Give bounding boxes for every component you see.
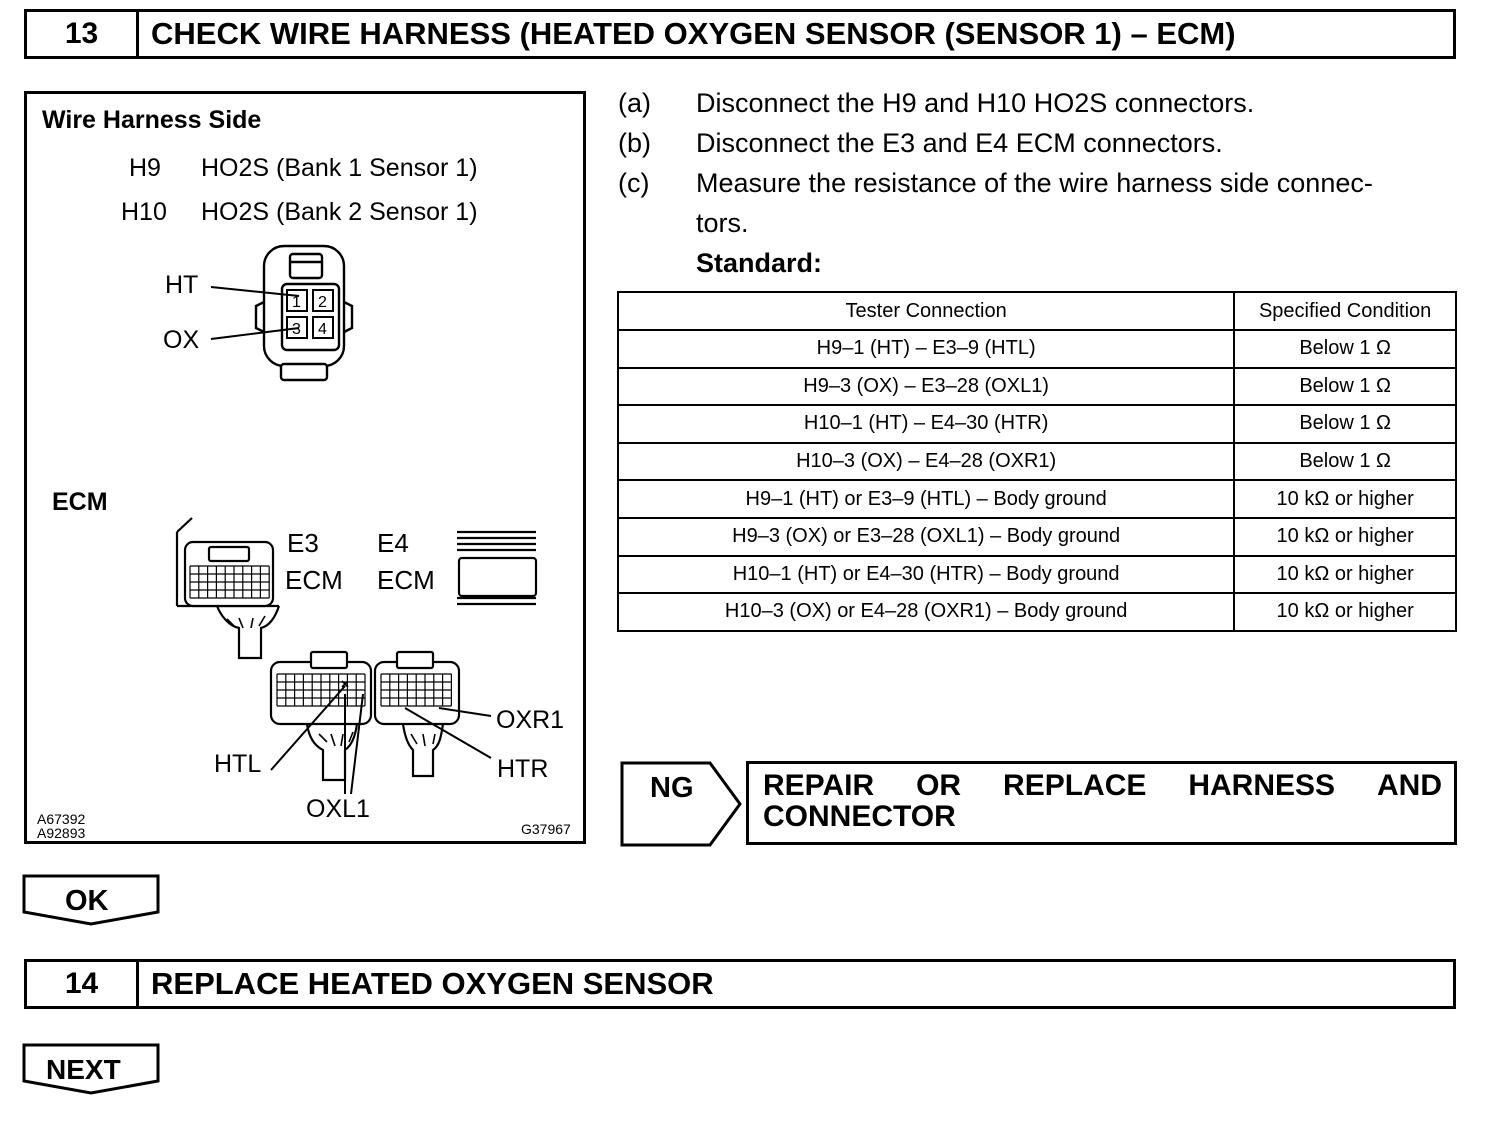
next-label: NEXT	[46, 1054, 121, 1085]
step-14-number: 14	[27, 962, 139, 1006]
cell-condition: 10 kΩ or higher	[1233, 516, 1457, 557]
step-14-title: REPLACE HEATED OXYGEN SENSOR	[151, 966, 714, 1001]
instruction-c-label: (c)	[618, 168, 650, 198]
oxl1-label: OXL1	[306, 795, 370, 823]
ecm-unit-icon	[175, 517, 538, 660]
ng-word-and: AND	[1377, 769, 1442, 802]
cell-connection: H9–1 (HT) – E3–9 (HTL)	[616, 329, 1236, 369]
htl-label: HTL	[214, 750, 262, 778]
wire-harness-figure: Wire Harness Side H9 HO2S (Bank 1 Sensor…	[24, 91, 586, 844]
instruction-a-label: (a)	[618, 88, 651, 118]
ng-action-box: REPAIR OR REPLACE HARNESS AND CONNECTOR	[746, 761, 1457, 845]
ht-label: HT	[165, 271, 199, 299]
e4-pin-grid	[380, 673, 452, 707]
next-tag[interactable]: NEXT	[22, 1043, 162, 1097]
figure-heading: Wire Harness Side	[42, 106, 262, 134]
e3-label: E3	[287, 528, 319, 558]
ng-word-repair: REPAIR	[763, 769, 875, 802]
ecm-label: ECM	[52, 488, 108, 516]
figure-code-2: A92893	[37, 825, 86, 841]
ok-label: OK	[65, 885, 109, 917]
cell-condition: 10 kΩ or higher	[1233, 479, 1457, 519]
pin-3: 3	[292, 321, 301, 338]
e4-label: E4	[377, 528, 409, 558]
ng-action-line-2: CONNECTOR	[763, 800, 956, 833]
cell-condition: Below 1 Ω	[1233, 441, 1457, 482]
cell-condition: 10 kΩ or higher	[1233, 554, 1457, 595]
header-tester-connection: Tester Connection	[616, 291, 1236, 331]
table-row: H9–1 (HT) – E3–9 (HTL)Below 1 Ω	[616, 329, 1457, 369]
cell-connection: H10–1 (HT) – E4–30 (HTR)	[616, 404, 1236, 444]
instruction-c-text: Measure the resistance of the wire harne…	[696, 168, 1373, 198]
cell-condition: Below 1 Ω	[1233, 329, 1457, 369]
cell-condition: 10 kΩ or higher	[1233, 592, 1457, 632]
leader-lines	[270, 685, 492, 795]
standard-label: Standard:	[696, 248, 823, 278]
table-row: H10–1 (HT) – E4–30 (HTR)Below 1 Ω	[616, 404, 1457, 444]
ng-action-line-1: REPAIR OR REPLACE HARNESS AND	[763, 770, 1442, 801]
cell-connection: H9–3 (OX) or E3–28 (OXL1) – Body ground	[616, 516, 1236, 557]
e3-connector-icon	[269, 650, 373, 782]
htr-label: HTR	[497, 755, 549, 783]
ho2s-connector-icon	[210, 244, 354, 382]
table-row: H10–3 (OX) – E4–28 (OXR1)Below 1 Ω	[616, 441, 1457, 482]
e4-ecm-label: ECM	[377, 565, 435, 595]
cell-condition: Below 1 Ω	[1233, 366, 1457, 407]
ng-label: NG	[650, 772, 694, 804]
step-13-number: 13	[27, 12, 139, 56]
ng-word-harness: HARNESS	[1188, 769, 1336, 802]
e4-connector-icon	[373, 650, 461, 778]
connector-h10-desc: HO2S (Bank 2 Sensor 1)	[201, 198, 478, 226]
table-row: H10–3 (OX) or E4–28 (OXR1) – Body ground…	[616, 592, 1457, 632]
connector-drawing: 1 2 3 4	[175, 244, 538, 795]
spec-table: Tester Connection Specified Condition H9…	[616, 291, 1457, 632]
ng-arrow-tag[interactable]: NG	[620, 761, 744, 847]
step-14-header: 14 REPLACE HEATED OXYGEN SENSOR	[24, 959, 1456, 1009]
ox-label: OX	[163, 326, 200, 354]
cell-connection: H10–3 (OX) – E4–28 (OXR1)	[616, 441, 1236, 482]
cell-connection: H10–1 (HT) or E4–30 (HTR) – Body ground	[616, 554, 1236, 595]
instruction-a-text: Disconnect the H9 and H10 HO2S connector…	[696, 88, 1255, 118]
pin-1: 1	[292, 294, 301, 311]
oxr1-label: OXR1	[496, 706, 565, 734]
step-13-title: CHECK WIRE HARNESS (HEATED OXYGEN SENSOR…	[151, 16, 1236, 51]
ecm-pin-grid	[189, 565, 270, 599]
instruction-c-text-cont: tors.	[696, 208, 749, 238]
e3-pin-grid	[276, 673, 366, 707]
e3-ecm-label: ECM	[285, 565, 343, 595]
connector-h10-id: H10	[121, 198, 167, 226]
cell-connection: H10–3 (OX) or E4–28 (OXR1) – Body ground	[616, 592, 1236, 632]
connector-h9-desc: HO2S (Bank 1 Sensor 1)	[201, 154, 478, 182]
cell-condition: Below 1 Ω	[1233, 404, 1457, 444]
figure-code-1: A67392	[37, 811, 86, 827]
instruction-b-label: (b)	[618, 128, 651, 158]
header-specified-condition: Specified Condition	[1233, 291, 1457, 331]
cell-connection: H9–1 (HT) or E3–9 (HTL) – Body ground	[616, 479, 1236, 519]
figure-code-3: G37967	[521, 821, 571, 837]
pin-2: 2	[318, 294, 327, 311]
ok-tag[interactable]: OK	[22, 874, 162, 928]
table-row: H9–3 (OX) – E3–28 (OXL1)Below 1 Ω	[616, 366, 1457, 407]
pin-4: 4	[318, 321, 327, 338]
cell-connection: H9–3 (OX) – E3–28 (OXL1)	[616, 366, 1236, 407]
step-13-header: 13 CHECK WIRE HARNESS (HEATED OXYGEN SEN…	[24, 9, 1456, 59]
instruction-b-text: Disconnect the E3 and E4 ECM connectors.	[696, 128, 1223, 158]
ng-word-replace: REPLACE	[1003, 769, 1147, 802]
connector-h9-id: H9	[129, 154, 161, 182]
table-header-row: Tester Connection Specified Condition	[616, 291, 1457, 331]
ng-word-or: OR	[916, 769, 962, 802]
